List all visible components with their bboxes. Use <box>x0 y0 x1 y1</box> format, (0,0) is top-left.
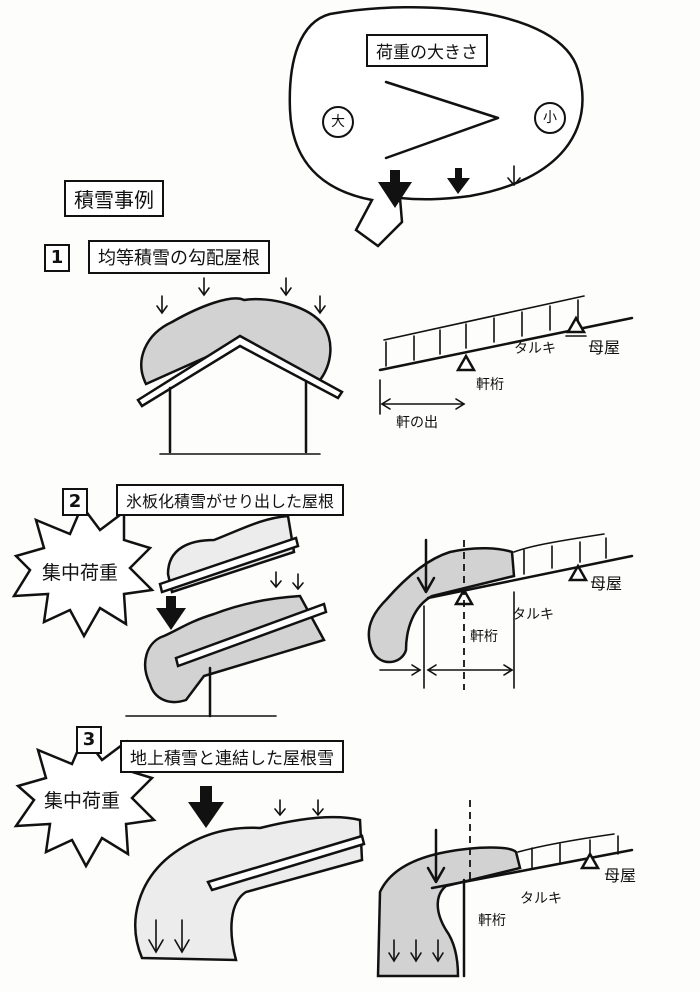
snow-arrow-icons <box>156 277 326 315</box>
heading: 積雪事例 <box>64 180 164 217</box>
case1-nokigeta-label: 軒桁 <box>476 377 504 393</box>
small-arrow-icon <box>507 165 521 187</box>
case1-house <box>136 277 344 455</box>
case2-title: 氷板化積雪がせり出した屋根 <box>116 484 345 516</box>
medium-arrow-icon <box>447 168 470 194</box>
case1-title: 均等積雪の勾配屋根 <box>88 240 270 274</box>
load-size-title: 荷重の大きさ <box>366 34 488 67</box>
large-arrow-icon <box>378 170 412 208</box>
case2-load-diagram <box>367 533 634 690</box>
case2-moya-label: 母屋 <box>590 574 623 593</box>
case2-taruki-label: タルキ <box>512 607 554 623</box>
case3-burst <box>13 733 157 869</box>
case1-nokinode-label: 軒の出 <box>396 415 438 431</box>
moya-support-icon <box>565 315 587 334</box>
case2-nokigeta-label: 軒桁 <box>470 629 498 645</box>
case2-burst <box>11 503 155 639</box>
case1-load-diagram <box>378 295 634 415</box>
case1-number: 1 <box>44 244 70 272</box>
case1-taruki-label: タルキ <box>514 341 556 357</box>
moya-support-icon <box>567 563 589 582</box>
case2-number: 2 <box>62 488 88 516</box>
ground-arrow-icons <box>388 939 444 963</box>
load-size-bubble <box>288 5 584 248</box>
case3-taruki-label: タルキ <box>520 891 562 907</box>
case2-roof <box>125 514 328 718</box>
case2-burst-label: 集中荷重 <box>42 562 119 584</box>
snow-arrow-icons <box>270 571 304 591</box>
case3-title: 地上積雪と連結した屋根雪 <box>120 740 344 773</box>
nokigeta-support-icon <box>455 353 477 372</box>
concentrated-arrow-icon <box>156 596 186 630</box>
small-label: 小 <box>534 102 566 134</box>
snow-arrow-icons <box>274 799 324 817</box>
moya-support-icon <box>579 851 601 870</box>
case3-burst-label: 集中荷重 <box>44 790 121 812</box>
case3-moya-label: 母屋 <box>604 866 637 885</box>
concentrated-arrow-icon <box>188 786 224 828</box>
case3-load-diagram <box>376 800 634 978</box>
case3-number: 3 <box>76 726 102 754</box>
ground-snow-arrow-icons <box>148 919 190 954</box>
case3-roof <box>134 786 366 962</box>
large-label: 大 <box>322 106 354 138</box>
case3-nokigeta-label: 軒桁 <box>478 913 506 929</box>
case1-moya-label: 母屋 <box>588 338 621 357</box>
